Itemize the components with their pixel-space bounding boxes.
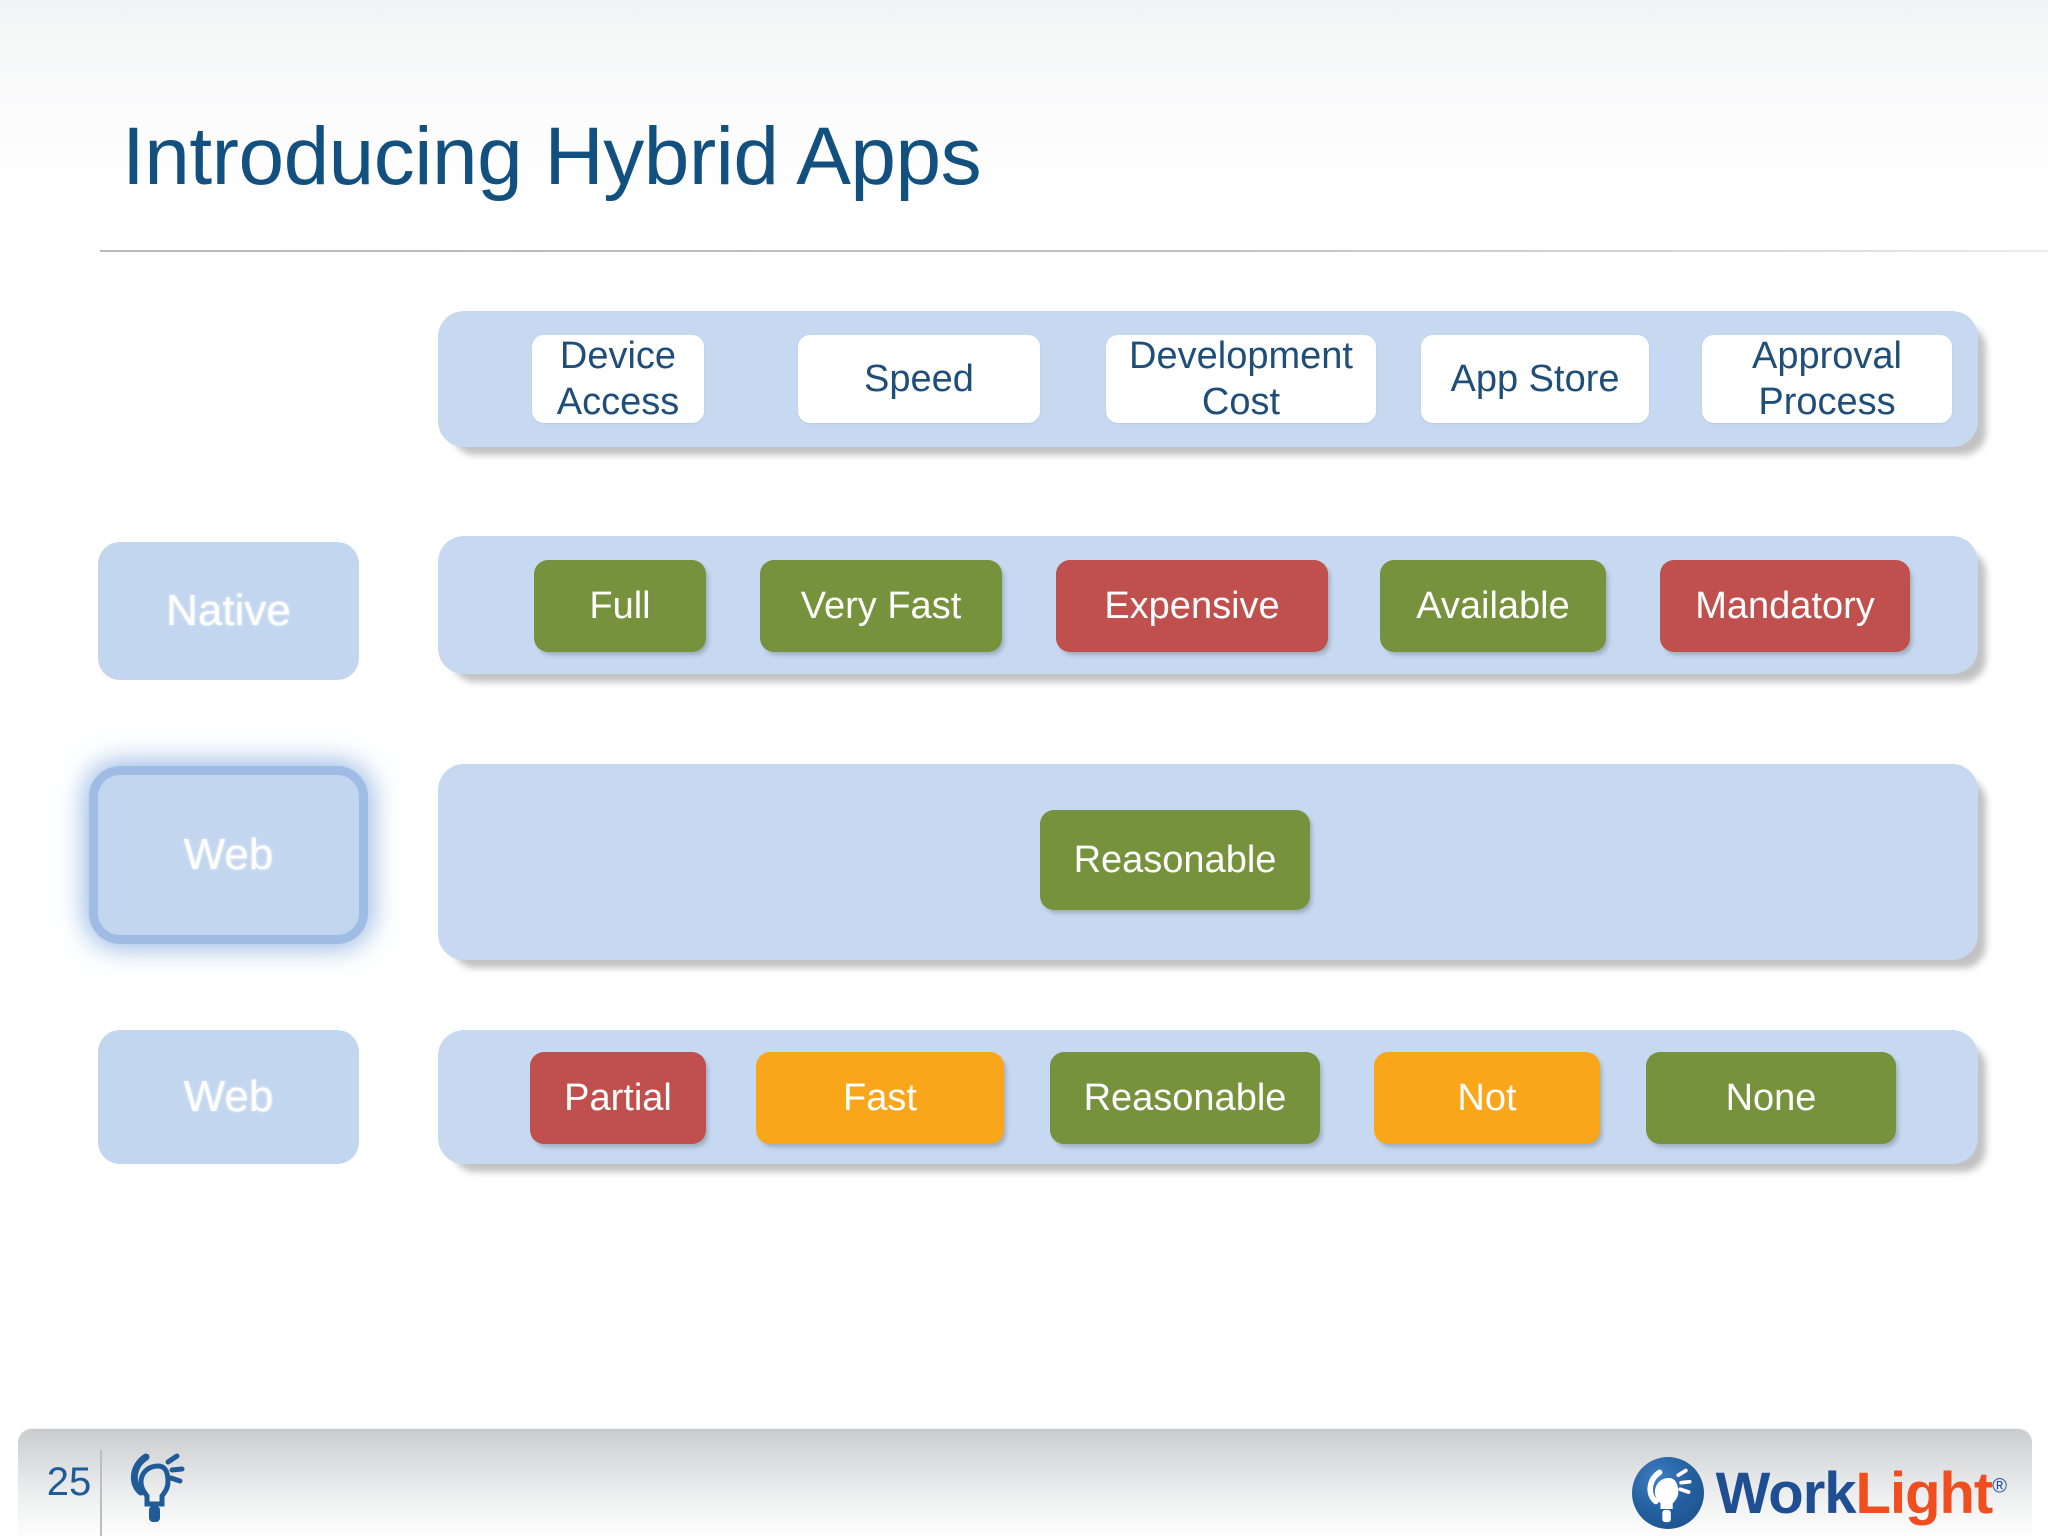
brand-registered-mark: ® [1992,1475,2007,1498]
cell-web-speed[interactable]: Fast [756,1052,1004,1144]
cell-web-development-cost[interactable]: Reasonable [1050,1052,1320,1144]
cell-label: Mandatory [1695,584,1875,627]
cell-label: Partial [564,1076,672,1119]
brand-word-work: Work [1715,1460,1857,1526]
cell-label: Reasonable [1073,838,1277,881]
cell-label: Expensive [1104,584,1280,627]
page-number: 25 [46,1460,92,1504]
header-cell-development-cost: Development Cost [1106,335,1376,423]
matrix-header-row: Device Access Speed Development Cost App… [438,311,1978,447]
title-divider [100,250,2048,252]
cell-label: Not [1457,1076,1517,1119]
worklight-bulb-logo-icon [1631,1457,1704,1529]
cell-web-device-access[interactable]: Partial [530,1052,706,1144]
header-cell-speed: Speed [798,335,1040,423]
header-cell-label: Approval Process [1752,334,1902,423]
header-cell-label: Development Cost [1129,334,1353,423]
matrix-row-web: Partial Fast Reasonable Not None [438,1030,1978,1164]
brand-word-light: Light [1855,1460,1994,1526]
cell-label: None [1725,1076,1817,1119]
cell-label: Very Fast [800,584,962,627]
cell-label: Fast [843,1076,917,1119]
header-cell-label: App Store [1450,357,1620,400]
row-label-web[interactable]: Web [98,1030,359,1164]
page-title: Introducing Hybrid Apps [122,111,982,202]
header-cell-app-store: App Store [1421,335,1649,423]
cell-native-speed[interactable]: Very Fast [760,560,1002,652]
cell-label: Reasonable [1083,1076,1287,1119]
matrix-row-web-merged: Reasonable [438,764,1978,960]
matrix-row-native: Full Very Fast Expensive Available Manda… [438,536,1978,674]
row-label-web-highlighted[interactable]: Web [98,775,359,935]
cell-web-approval-process[interactable]: None [1646,1052,1896,1144]
row-label-text: Web [183,830,274,879]
lightbulb-icon [130,1453,185,1522]
worklight-logo: WorkLight® [1631,1455,2007,1531]
cell-native-app-store[interactable]: Available [1380,560,1606,652]
cell-web-merged-reasonable[interactable]: Reasonable [1040,810,1310,910]
cell-web-app-store[interactable]: Not [1374,1052,1600,1144]
cell-native-development-cost[interactable]: Expensive [1056,560,1328,652]
header-cell-label: Device Access [556,334,680,423]
cell-label: Available [1416,584,1570,627]
brand-wordmark: WorkLight® [1715,1460,2007,1527]
row-label-native[interactable]: Native [98,542,359,680]
cell-native-approval-process[interactable]: Mandatory [1660,560,1910,652]
header-cell-device-access: Device Access [532,335,704,423]
cell-label: Full [589,584,651,627]
row-label-text: Web [183,1072,274,1121]
footer-divider [100,1450,102,1536]
cell-native-device-access[interactable]: Full [534,560,706,652]
header-cell-label: Speed [864,357,974,400]
header-cell-approval-process: Approval Process [1702,335,1952,423]
row-label-text: Native [166,586,291,635]
